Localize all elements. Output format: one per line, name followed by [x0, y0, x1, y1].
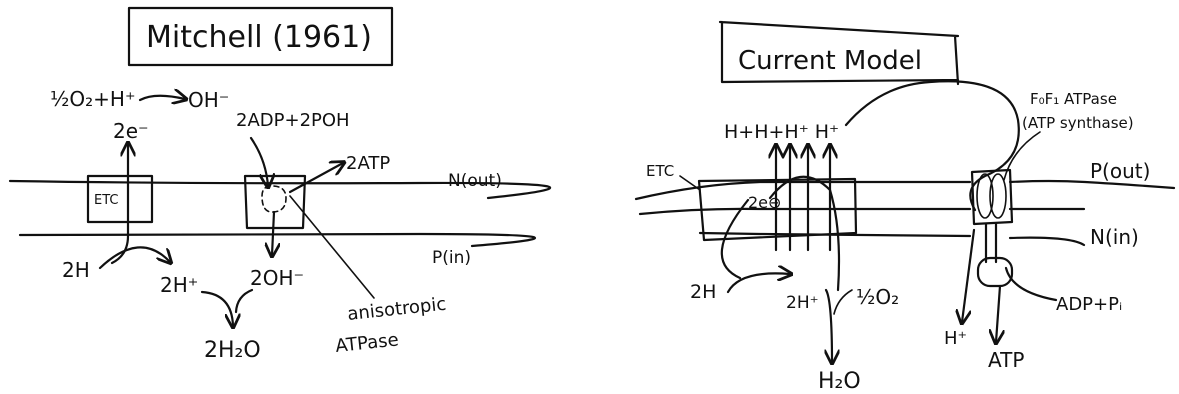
oxygen-reaction-arrow — [140, 96, 185, 100]
current-adp-input: ADP+Pᵢ — [1056, 294, 1122, 315]
adp-phosphate-input: 2ADP+2POH — [236, 110, 350, 131]
water-formation-arrow-b — [236, 290, 252, 312]
mitchell-water: 2H₂O — [204, 338, 261, 363]
adp-input-arrow — [251, 138, 268, 186]
electrons-label: 2e⁻ — [113, 119, 149, 143]
atp-synthase-alias: (ATP synthase) — [1022, 114, 1134, 132]
mitchell-panel: Mitchell (1961) ½O₂+H⁺ OH⁻ 2e⁻ N(out) P(… — [10, 8, 550, 363]
current-model-title: Current Model — [738, 46, 922, 76]
water-formation-arrow-current — [826, 290, 832, 362]
water-formation-arrow — [202, 292, 233, 326]
current-membrane-bottom — [700, 233, 1084, 245]
hydroxide-product: OH⁻ — [188, 88, 229, 112]
mitchell-2h-plus: 2H⁺ — [160, 273, 198, 297]
current-2h: 2H — [690, 281, 716, 303]
current-etc-label: ETC — [646, 162, 674, 180]
current-2h-plus: 2H⁺ — [786, 293, 819, 313]
oxygen-proton-reactants: ½O₂+H⁺ — [50, 87, 136, 111]
proton-return-arrow — [962, 230, 974, 322]
current-membrane-top-inner — [640, 209, 1084, 214]
mitchell-2h: 2H — [62, 258, 90, 282]
atpase-active-site — [262, 186, 286, 212]
mitchell-etc-label: ETC — [94, 193, 118, 208]
atp-synthase-name: F₀F₁ ATPase — [1030, 90, 1117, 108]
atp-output-arrow — [290, 163, 343, 192]
oxygen-join — [834, 290, 852, 314]
anisotropic-label: anisotropic — [346, 294, 447, 325]
stalk — [986, 224, 996, 262]
current-oxygen: ½O₂ — [856, 285, 899, 309]
current-water: H₂O — [818, 369, 861, 394]
mitchell-2oh: 2OH⁻ — [250, 266, 304, 290]
current-membrane-top — [636, 181, 1174, 199]
p-in-label: P(in) — [432, 248, 471, 268]
returned-proton: H⁺ — [944, 328, 967, 349]
current-model-panel: Current Model ETC 2e⊖ H+H+H⁺ H⁺ 2H 2H⁺ ½… — [636, 22, 1174, 394]
pumped-protons: H+H+H⁺ H⁺ — [724, 121, 839, 143]
adp-input-curve — [1006, 268, 1056, 300]
atpase-label: ATPase — [334, 329, 399, 357]
mitchell-membrane-bottom — [20, 234, 535, 246]
mitchell-title: Mitchell (1961) — [146, 20, 372, 55]
n-in-label: N(in) — [1090, 225, 1139, 249]
atp-output: 2ATP — [346, 153, 390, 174]
hydroxide-release-arrow — [272, 212, 274, 255]
current-atp: ATP — [988, 348, 1024, 372]
n-out-label: N(out) — [448, 171, 502, 191]
atp-synthase: F₀F₁ ATPase (ATP synthase) — [972, 90, 1134, 286]
p-out-label: P(out) — [1090, 159, 1150, 183]
proton-release-arrow — [100, 247, 170, 268]
atp-release-arrow — [996, 286, 1000, 342]
